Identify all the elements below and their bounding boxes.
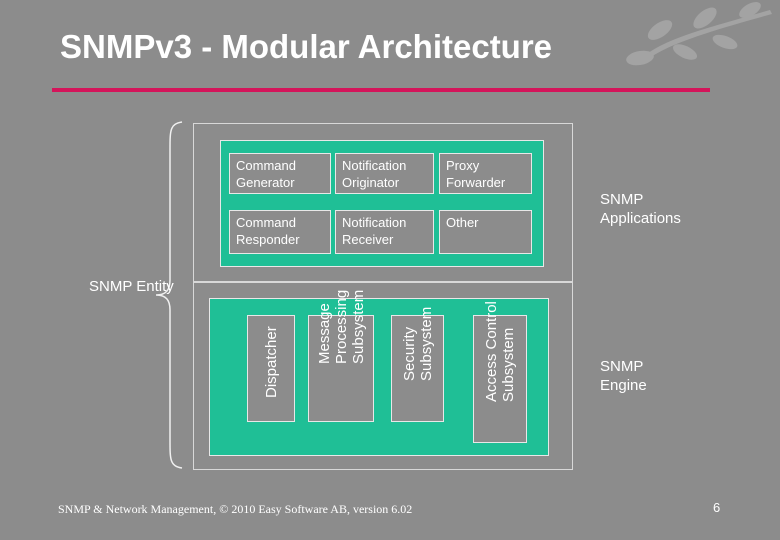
security-subsystem-label: Security Subsystem (400, 306, 435, 381)
title-underline (52, 88, 710, 92)
snmp-entity-label: SNMP Entity (89, 278, 174, 295)
dispatcher-label: Dispatcher (262, 326, 280, 398)
command-responder: Command Responder (229, 210, 331, 254)
command-generator: Command Generator (229, 153, 331, 194)
proxy-forwarder-label: Proxy Forwarder (446, 158, 506, 190)
leaf-decoration-icon (626, 2, 772, 66)
command-generator-label: Command Generator (236, 158, 296, 190)
security-subsystem: Security Subsystem (391, 307, 444, 422)
page-number: 6 (713, 500, 721, 515)
command-responder-label: Command Responder (236, 215, 300, 247)
notification-receiver: Notification Receiver (335, 210, 434, 254)
message-processing-label: Message Processing Subsystem (315, 289, 367, 364)
snmp-applications-label: SNMP Applications (600, 191, 681, 227)
page-title: SNMPv3 - Modular Architecture (60, 28, 553, 65)
other-application-label: Other (446, 215, 479, 230)
proxy-forwarder: Proxy Forwarder (439, 153, 532, 194)
engine-frame (193, 281, 573, 470)
notification-originator: Notification Originator (335, 153, 434, 194)
notification-receiver-label: Notification Receiver (342, 215, 407, 247)
access-control-label: Access Control Subsystem (483, 301, 517, 402)
snmp-engine-label: SNMP Engine (600, 358, 647, 394)
message-processing-subsystem: Message Processing Subsystem (308, 290, 374, 422)
entity-brace (155, 121, 183, 469)
access-control-subsystem: Access Control Subsystem (473, 301, 527, 443)
dispatcher: Dispatcher (247, 315, 295, 422)
notification-originator-label: Notification Originator (342, 158, 407, 190)
footer-text: SNMP & Network Management, © 2010 Easy S… (58, 502, 413, 516)
applications-frame (193, 123, 573, 283)
other-application: Other (439, 210, 532, 254)
